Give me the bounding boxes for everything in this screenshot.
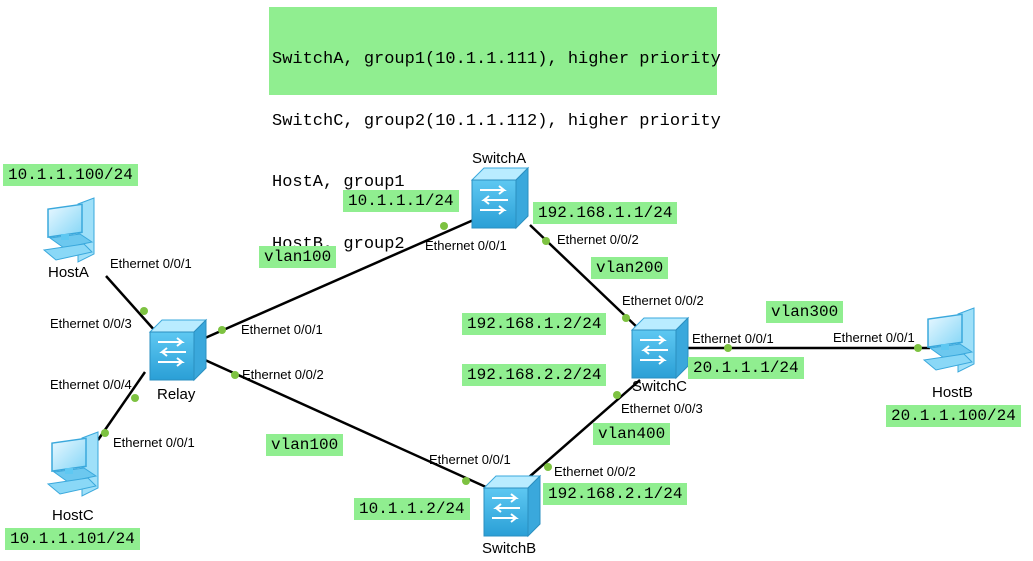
legend-line: HostA, group1 bbox=[272, 173, 405, 192]
pc-icon[interactable] bbox=[923, 307, 975, 373]
port-dot bbox=[544, 463, 552, 471]
pc-icon[interactable] bbox=[43, 197, 95, 263]
port-label-relay-4: Ethernet 0/0/4 bbox=[50, 377, 132, 392]
vlan-tag-switchc-hostb: vlan300 bbox=[766, 301, 844, 323]
port-label-switchb-2: Ethernet 0/0/2 bbox=[554, 464, 636, 479]
port-dot bbox=[218, 326, 226, 334]
ip-tag-switchc-vlan400: 192.168.2.2/24 bbox=[462, 364, 607, 386]
link-relay-switcha bbox=[204, 216, 479, 340]
link-hosta-relay bbox=[105, 275, 157, 333]
group-legend: SwitchA, group1(10.1.1.111), higher prio… bbox=[269, 7, 721, 254]
port-dot bbox=[542, 237, 550, 245]
device-label-hostc: HostC bbox=[52, 507, 94, 524]
ip-tag-switchb-vlan400: 192.168.2.1/24 bbox=[543, 483, 688, 505]
ip-tag-hostc: 10.1.1.101/24 bbox=[5, 528, 140, 550]
port-label-switcha-2: Ethernet 0/0/2 bbox=[557, 232, 639, 247]
ip-tag-switchb-vlan100: 10.1.1.2/24 bbox=[354, 498, 470, 520]
pc-icon[interactable] bbox=[47, 431, 99, 497]
port-dot bbox=[101, 429, 109, 437]
port-label-switcha-1: Ethernet 0/0/1 bbox=[425, 238, 507, 253]
port-label-hostc: Ethernet 0/0/1 bbox=[113, 435, 195, 450]
device-label-relay: Relay bbox=[157, 386, 196, 403]
port-label-hostb: Ethernet 0/0/1 bbox=[833, 330, 915, 345]
port-label-switchc-1: Ethernet 0/0/1 bbox=[692, 331, 774, 346]
vlan-tag-relay-switcha: vlan100 bbox=[259, 246, 337, 268]
port-label-switchc-2: Ethernet 0/0/2 bbox=[622, 293, 704, 308]
vlan-tag-relay-switchb: vlan100 bbox=[266, 434, 344, 456]
switch-icon[interactable] bbox=[149, 319, 207, 381]
ip-tag-switcha-vlan200: 192.168.1.1/24 bbox=[533, 202, 678, 224]
port-dot bbox=[613, 391, 621, 399]
ip-tag-hostb: 20.1.1.100/24 bbox=[886, 405, 1021, 427]
port-label-switchb-1: Ethernet 0/0/1 bbox=[429, 452, 511, 467]
port-label-switchc-3: Ethernet 0/0/3 bbox=[621, 401, 703, 416]
vlan-tag-switchb-switchc: vlan400 bbox=[593, 423, 671, 445]
legend-line: SwitchA, group1(10.1.1.111), higher prio… bbox=[272, 50, 721, 69]
port-dot bbox=[440, 222, 448, 230]
port-dot bbox=[914, 344, 922, 352]
port-dot bbox=[462, 477, 470, 485]
ip-tag-switcha-vlan100: 10.1.1.1/24 bbox=[343, 190, 459, 212]
port-label-hosta: Ethernet 0/0/1 bbox=[110, 256, 192, 271]
port-label-relay-2: Ethernet 0/0/2 bbox=[242, 367, 324, 382]
device-label-hosta: HostA bbox=[48, 264, 89, 281]
port-dot bbox=[140, 307, 148, 315]
link-hostc-relay bbox=[96, 371, 147, 441]
port-dot bbox=[622, 314, 630, 322]
device-label-switcha: SwitchA bbox=[472, 150, 527, 167]
legend-line: SwitchC, group2(10.1.1.112), higher prio… bbox=[272, 111, 721, 131]
device-label-switchb: SwitchB bbox=[482, 540, 537, 557]
port-dots bbox=[101, 222, 922, 485]
ip-tag-hosta: 10.1.1.100/24 bbox=[3, 164, 138, 186]
switch-icon[interactable] bbox=[483, 475, 541, 537]
port-dot bbox=[131, 394, 139, 402]
device-label-switchc: SwitchC bbox=[632, 378, 688, 395]
port-label-relay-1: Ethernet 0/0/1 bbox=[241, 322, 323, 337]
port-dot bbox=[231, 371, 239, 379]
switch-icon[interactable] bbox=[631, 317, 689, 379]
ip-tag-switchc-vlan300: 20.1.1.1/24 bbox=[688, 357, 804, 379]
link-relay-switchb bbox=[204, 358, 498, 494]
vlan-tag-switcha-switchc: vlan200 bbox=[591, 257, 669, 279]
link-switchb-switchc bbox=[527, 379, 641, 479]
port-dot bbox=[724, 344, 732, 352]
port-label-relay-3: Ethernet 0/0/3 bbox=[50, 316, 132, 331]
ip-tag-switchc-vlan200: 192.168.1.2/24 bbox=[462, 313, 607, 335]
device-label-hostb: HostB bbox=[932, 384, 973, 401]
